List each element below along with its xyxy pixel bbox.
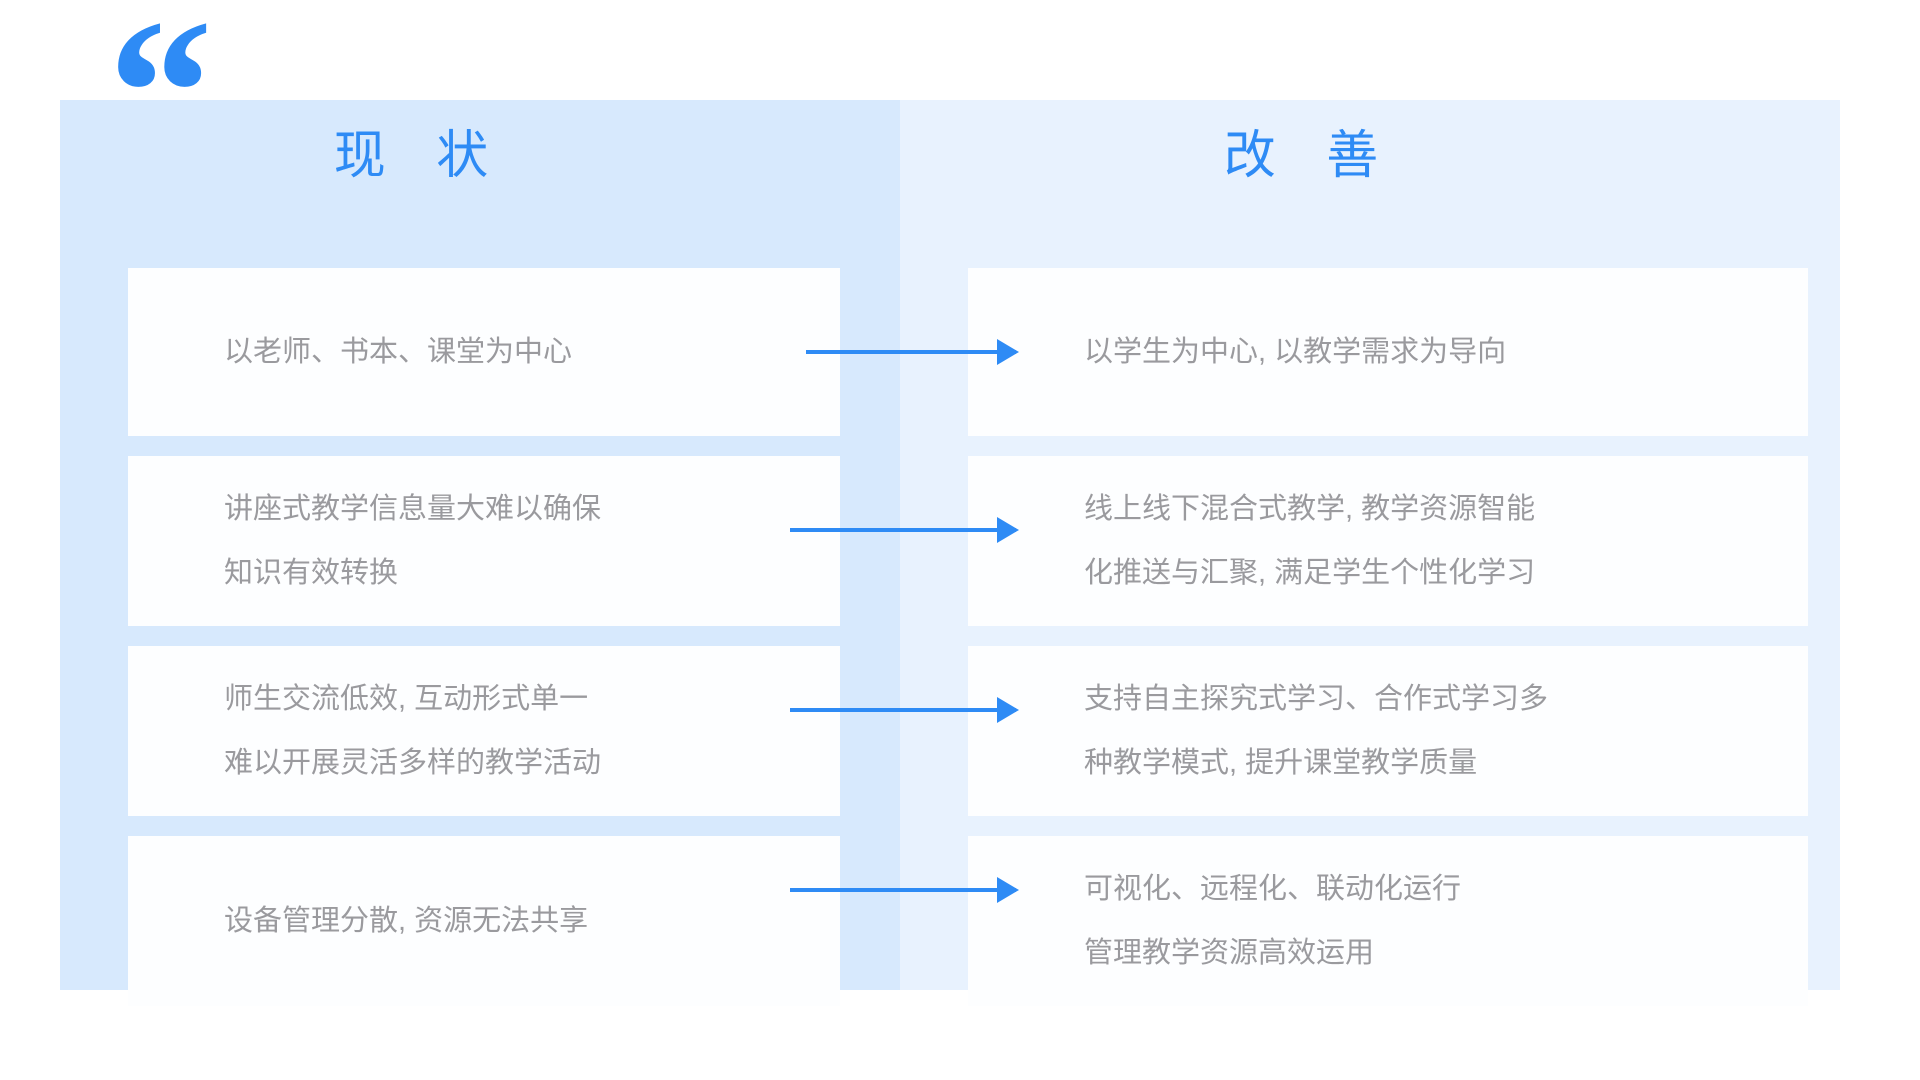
card-line: 管理教学资源高效运用 <box>1084 937 1375 969</box>
card-line: 种教学模式, 提升课堂教学质量 <box>1084 747 1478 779</box>
arrow-icon-row-1 <box>806 350 1016 354</box>
card-line: 可视化、远程化、联动化运行 <box>1084 873 1462 905</box>
improvement-card-list: 以学生为中心, 以教学需求为导向 线上线下混合式教学, 教学资源智能 化推送与汇… <box>968 268 1808 1006</box>
heading-current-state: 现 状 <box>333 127 507 185</box>
improvement-card: 线上线下混合式教学, 教学资源智能 化推送与汇聚, 满足学生个性化学习 <box>968 456 1808 626</box>
heading-improvement: 改 善 <box>1223 127 1397 185</box>
quote-open-icon: “ <box>108 0 213 209</box>
current-state-card-list: 以老师、书本、课堂为中心 讲座式教学信息量大难以确保 知识有效转换 师生交流低效… <box>128 268 840 1006</box>
card-line: 知识有效转换 <box>224 557 399 589</box>
arrow-icon-row-2 <box>790 528 1016 532</box>
current-state-card: 师生交流低效, 互动形式单一 难以开展灵活多样的教学活动 <box>128 646 840 816</box>
improvement-card: 以学生为中心, 以教学需求为导向 <box>968 268 1808 436</box>
current-state-card: 讲座式教学信息量大难以确保 知识有效转换 <box>128 456 840 626</box>
card-line: 化推送与汇聚, 满足学生个性化学习 <box>1084 557 1536 589</box>
card-line: 线上线下混合式教学, 教学资源智能 <box>1084 493 1536 525</box>
current-state-card: 以老师、书本、课堂为中心 <box>128 268 840 436</box>
arrow-icon-row-3 <box>790 708 1016 712</box>
improvement-card: 可视化、远程化、联动化运行 管理教学资源高效运用 <box>968 836 1808 1006</box>
card-line: 支持自主探究式学习、合作式学习多 <box>1084 683 1549 715</box>
card-line: 师生交流低效, 互动形式单一 <box>224 683 589 715</box>
card-line: 难以开展灵活多样的教学活动 <box>224 747 602 779</box>
improvement-card: 支持自主探究式学习、合作式学习多 种教学模式, 提升课堂教学质量 <box>968 646 1808 816</box>
card-line: 设备管理分散, 资源无法共享 <box>224 905 589 937</box>
card-line: 以学生为中心, 以教学需求为导向 <box>1084 336 1507 368</box>
card-line: 以老师、书本、课堂为中心 <box>224 336 573 368</box>
arrow-icon-row-4 <box>790 888 1016 892</box>
card-line: 讲座式教学信息量大难以确保 <box>224 493 602 525</box>
current-state-card: 设备管理分散, 资源无法共享 <box>128 836 840 1006</box>
